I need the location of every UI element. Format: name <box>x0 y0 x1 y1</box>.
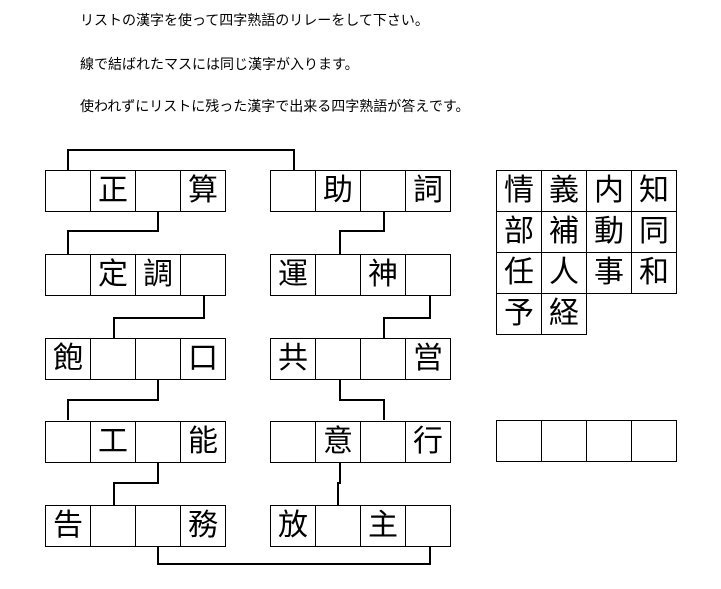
list-kanji: 知 <box>631 170 677 212</box>
blank-cell[interactable] <box>360 338 406 380</box>
list-kanji: 同 <box>631 211 677 253</box>
kanji-cell: 務 <box>180 505 226 547</box>
blank-cell[interactable] <box>45 421 91 463</box>
kanji-cell: 神 <box>360 254 406 296</box>
connector-r3 <box>339 379 385 420</box>
instruction-line-1: リストの漢字を使って四字熟語のリレーをして下さい。 <box>80 13 429 29</box>
right-word-1: 助詞 <box>270 170 451 212</box>
connector-l1 <box>67 211 159 254</box>
list-kanji: 義 <box>541 170 587 212</box>
list-kanji: 動 <box>586 211 632 253</box>
kanji-cell: 定 <box>90 254 136 296</box>
blank-cell[interactable] <box>90 505 136 547</box>
list-kanji: 経 <box>541 293 587 335</box>
blank-cell[interactable] <box>45 170 91 212</box>
blank-cell[interactable] <box>405 505 451 547</box>
list-kanji: 和 <box>631 252 677 294</box>
kanji-cell: 助 <box>315 170 361 212</box>
blank-cell[interactable] <box>270 170 316 212</box>
answer-cell[interactable] <box>631 420 677 462</box>
list-kanji: 補 <box>541 211 587 253</box>
instruction-line-3: 使われずにリストに残った漢字で出来る四字熟語が答えです。 <box>80 99 470 115</box>
kanji-cell: 主 <box>360 505 406 547</box>
connector-l3 <box>67 379 159 420</box>
connector-r2 <box>383 295 431 338</box>
connector-l4 <box>113 462 159 505</box>
kanji-cell: 算 <box>180 170 226 212</box>
list-kanji: 予 <box>496 293 542 335</box>
right-word-4: 意行 <box>270 421 451 463</box>
kanji-cell: 飽 <box>45 338 91 380</box>
blank-cell[interactable] <box>135 338 181 380</box>
kanji-cell: 能 <box>180 421 226 463</box>
connector-r4 <box>337 462 341 505</box>
instruction-line-2: 線で結ばれたマスには同じ漢字が入ります。 <box>80 57 359 73</box>
blank-cell[interactable] <box>405 254 451 296</box>
list-kanji: 情 <box>496 170 542 212</box>
blank-cell[interactable] <box>45 254 91 296</box>
kanji-cell: 意 <box>315 421 361 463</box>
left-word-5: 告務 <box>45 505 226 547</box>
list-kanji: 部 <box>496 211 542 253</box>
kanji-cell: 放 <box>270 505 316 547</box>
blank-cell[interactable] <box>360 170 406 212</box>
answer-cell[interactable] <box>586 420 632 462</box>
left-word-4: 工能 <box>45 421 226 463</box>
left-word-1: 正算 <box>45 170 226 212</box>
blank-cell[interactable] <box>315 338 361 380</box>
right-word-2: 運神 <box>270 254 451 296</box>
blank-cell[interactable] <box>90 338 136 380</box>
kanji-cell: 詞 <box>405 170 451 212</box>
answer-row <box>496 420 677 462</box>
kanji-cell: 調 <box>135 254 181 296</box>
connector-top <box>67 149 295 170</box>
blank-cell[interactable] <box>135 170 181 212</box>
blank-cell[interactable] <box>135 505 181 547</box>
kanji-cell: 営 <box>405 338 451 380</box>
right-word-5: 放主 <box>270 505 451 547</box>
answer-cell[interactable] <box>541 420 587 462</box>
list-kanji: 任 <box>496 252 542 294</box>
list-kanji: 内 <box>586 170 632 212</box>
blank-cell[interactable] <box>315 254 361 296</box>
kanji-cell: 工 <box>90 421 136 463</box>
blank-cell[interactable] <box>180 254 226 296</box>
blank-cell[interactable] <box>360 421 406 463</box>
list-kanji: 事 <box>586 252 632 294</box>
kanji-cell: 行 <box>405 421 451 463</box>
kanji-cell: 共 <box>270 338 316 380</box>
kanji-cell: 運 <box>270 254 316 296</box>
blank-cell[interactable] <box>270 421 316 463</box>
list-kanji: 人 <box>541 252 587 294</box>
connector-l2 <box>113 295 205 338</box>
kanji-cell: 告 <box>45 505 91 547</box>
answer-cell[interactable] <box>496 420 542 462</box>
kanji-cell: 口 <box>180 338 226 380</box>
blank-cell[interactable] <box>315 505 361 547</box>
left-word-2: 定調 <box>45 254 226 296</box>
right-word-3: 共営 <box>270 338 451 380</box>
connector-bottom <box>157 546 431 565</box>
left-word-3: 飽口 <box>45 338 226 380</box>
kanji-cell: 正 <box>90 170 136 212</box>
connector-r1 <box>339 211 385 254</box>
blank-cell[interactable] <box>135 421 181 463</box>
